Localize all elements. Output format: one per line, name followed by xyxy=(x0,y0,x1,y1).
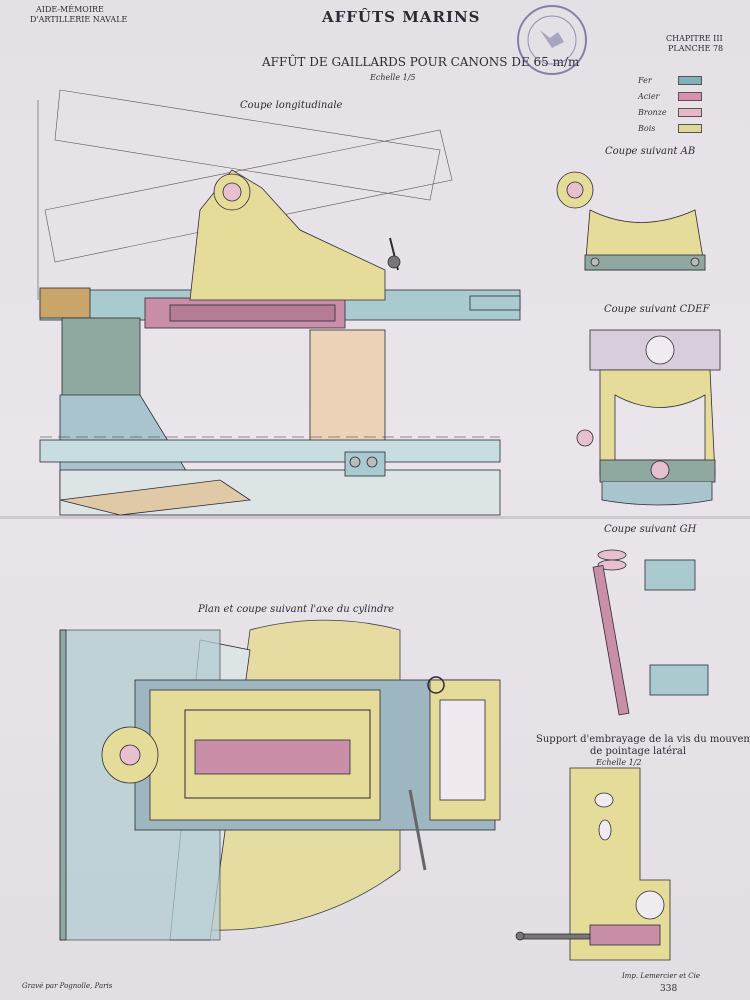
legend-swatch xyxy=(678,107,702,117)
caption-support-scale: Echelle 1/2 xyxy=(596,758,642,767)
section-gh-drawing xyxy=(592,549,709,716)
legend-row: Bronze xyxy=(638,104,718,120)
legend-swatch xyxy=(678,91,702,101)
header-right-line1: CHAPITRE III xyxy=(666,34,723,43)
header-left-line1: AIDE-MÉMOIRE xyxy=(36,5,104,14)
support-drawing xyxy=(515,767,671,961)
section-cdef-drawing xyxy=(576,329,721,506)
plan-section-drawing xyxy=(59,619,501,941)
legend-label: Bronze xyxy=(638,107,667,117)
fold-line xyxy=(0,516,750,519)
legend-swatch xyxy=(678,123,702,133)
plate-title: AFFÛT DE GAILLARDS POUR CANONS DE 65 m/m xyxy=(262,55,580,69)
legend-row: Bois xyxy=(638,120,718,136)
legend-label: Fer xyxy=(638,75,652,85)
header-title: AFFÛTS MARINS xyxy=(322,8,481,26)
legend-label: Acier xyxy=(638,91,660,101)
legend-swatch xyxy=(678,75,702,85)
caption-support-line2: de pointage latéral xyxy=(590,746,687,757)
legend-row: Fer xyxy=(638,72,718,88)
library-stamp xyxy=(517,5,587,75)
footer-engraver: Gravé par Pognolle, Paris xyxy=(22,982,113,990)
longitudinal-section-drawing xyxy=(37,89,521,516)
caption-gh: Coupe suivant GH xyxy=(604,524,697,535)
legend-label: Bois xyxy=(638,123,656,133)
legend-row: Acier xyxy=(638,88,718,104)
material-legend: Fer Acier Bronze Bois xyxy=(638,72,718,136)
caption-plan: Plan et coupe suivant l'axe du cylindre xyxy=(198,604,395,615)
header-left-line2: D'ARTILLERIE NAVALE xyxy=(30,15,128,24)
caption-ab: Coupe suivant AB xyxy=(605,146,696,157)
caption-cdef: Coupe suivant CDEF xyxy=(604,304,710,315)
footer-page: 338 xyxy=(660,984,678,994)
caption-support-line1: Support d'embrayage de la vis du mouveme… xyxy=(536,734,750,745)
caption-longitudinal: Coupe longitudinale xyxy=(240,100,343,111)
footer-printer: Imp. Lemercier et Cie xyxy=(622,972,701,980)
plate-scale: Echelle 1/5 xyxy=(370,73,416,82)
header-right-line2: PLANCHE 78 xyxy=(668,44,724,53)
section-ab-drawing xyxy=(556,171,706,271)
